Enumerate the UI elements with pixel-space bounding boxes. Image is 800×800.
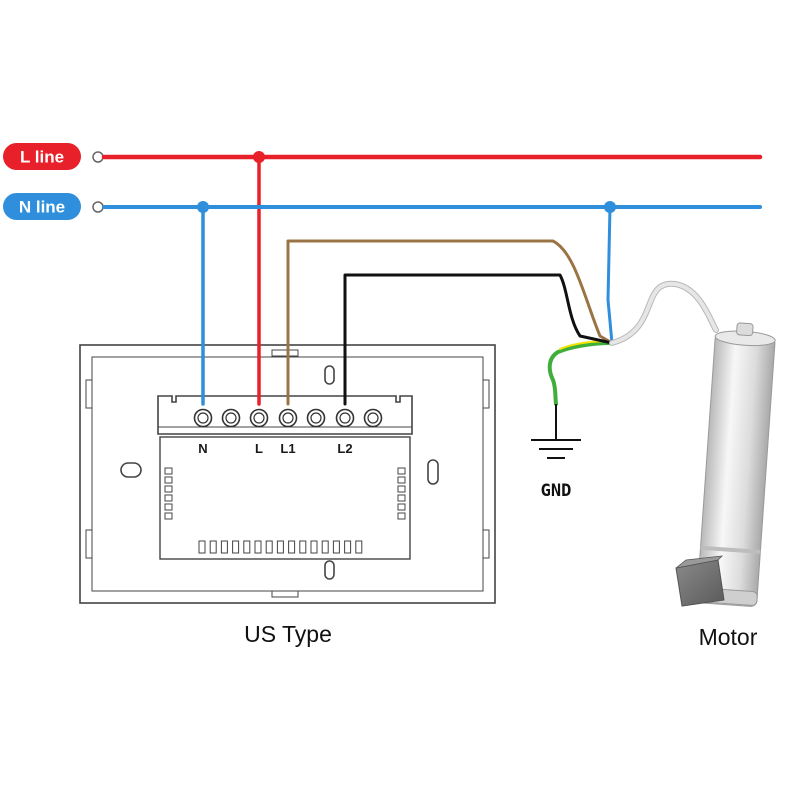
module-pin — [164, 512, 173, 520]
right-mounting-slot — [427, 459, 439, 485]
module-pin — [209, 540, 217, 554]
terminal-screws — [193, 408, 383, 428]
n-junction-dot-motor — [604, 201, 616, 213]
module-pin — [164, 467, 173, 475]
l1-load-wire — [286, 239, 614, 406]
terminal-screw-head — [225, 412, 237, 424]
module-pin — [276, 540, 284, 554]
l-line-terminal-dot — [92, 151, 104, 163]
module-pin — [198, 540, 206, 554]
module-pin — [254, 540, 262, 554]
module-pin — [299, 540, 307, 554]
terminal-screw-head — [367, 412, 379, 424]
motor-cable — [610, 281, 718, 345]
terminal-screw-head — [282, 412, 294, 424]
left-mounting-slot — [120, 462, 142, 478]
top-mounting-slot — [324, 365, 335, 385]
module-pin — [164, 494, 173, 502]
module-pin — [355, 540, 363, 554]
module-pin — [164, 485, 173, 493]
module-pin — [265, 540, 273, 554]
n-line-label: N line — [3, 193, 104, 220]
ground-wire-green — [547, 341, 614, 406]
module-pin — [332, 540, 340, 554]
module-pin — [397, 503, 406, 511]
module-body — [159, 436, 411, 560]
motor — [675, 322, 776, 607]
terminal-label-l: L — [255, 441, 263, 456]
module-pin — [220, 540, 228, 554]
motor-cable-gland — [736, 322, 754, 337]
module-pin — [397, 476, 406, 484]
terminal-label-n: N — [198, 441, 207, 456]
module-pin — [164, 503, 173, 511]
module-pin — [310, 540, 318, 554]
n-motor-wire — [606, 205, 614, 345]
ground-symbol — [531, 404, 581, 459]
module-pins — [164, 467, 406, 554]
module-pin — [397, 485, 406, 493]
module-pin — [397, 467, 406, 475]
ground-label: GND — [541, 481, 572, 501]
terminal-block — [157, 395, 413, 435]
module-pin — [232, 540, 240, 554]
n-line-label-text: N line — [19, 198, 65, 217]
module-pin — [321, 540, 329, 554]
l-line-pill — [3, 143, 81, 170]
terminal-label-l2: L2 — [337, 441, 352, 456]
module-pin — [164, 476, 173, 484]
module-pin — [243, 540, 251, 554]
l-junction-dot — [253, 151, 265, 163]
terminal-screw-head — [339, 412, 351, 424]
module-pin — [397, 494, 406, 502]
terminal-screw-head — [197, 412, 209, 424]
bottom-mounting-slot — [324, 560, 335, 580]
terminal-label-l1: L1 — [280, 441, 295, 456]
terminal-screw-head — [253, 412, 265, 424]
n-junction-dot-switch — [197, 201, 209, 213]
switch-caption: US Type — [244, 621, 332, 647]
l2-load-wire — [343, 273, 614, 406]
n-line-terminal-dot — [92, 201, 104, 213]
l-line-label-text: L line — [20, 148, 64, 167]
module-pin — [397, 512, 406, 520]
terminal-screw-head — [310, 412, 322, 424]
module-pin — [288, 540, 296, 554]
motor-caption: Motor — [699, 624, 758, 650]
n-line-pill — [3, 193, 81, 220]
module-pin — [344, 540, 352, 554]
l-line-label: L line — [3, 143, 104, 170]
